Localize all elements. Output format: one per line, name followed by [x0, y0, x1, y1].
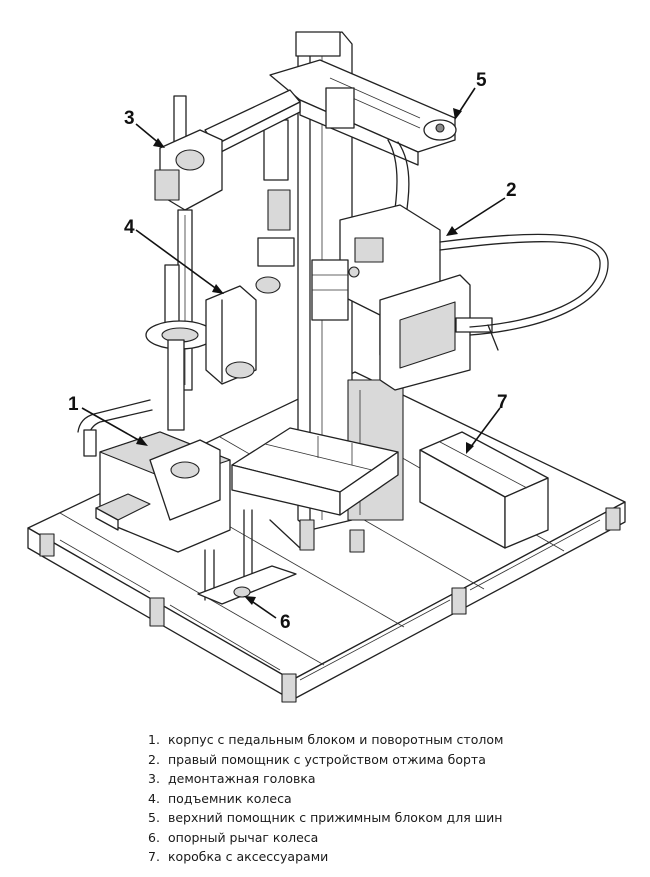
legend-item: 4. подъемник колеса: [148, 789, 503, 809]
callout-1: 1: [68, 394, 79, 415]
legend-number: 3.: [148, 771, 160, 786]
callout-3: 3: [124, 108, 135, 129]
legend-text: правый помощник с устройством отжима бор…: [168, 751, 486, 767]
callout-6: 6: [280, 612, 291, 633]
parts-legend: 1. корпус с педальным блоком и поворотным…: [148, 730, 503, 867]
legend-item: 5. верхний помощник с прижимным блоком дл…: [148, 808, 503, 828]
accessory-box: [419, 431, 549, 549]
tool-tray: [231, 427, 399, 516]
legend-item: 3. демонтажная головка: [148, 769, 503, 789]
legend-text: опорный рычаг колеса: [168, 829, 319, 845]
right-helper-unit: [311, 204, 609, 391]
leader-lines: [81, 87, 506, 619]
callout-4: 4: [124, 217, 135, 238]
legend-number: 5.: [148, 810, 160, 825]
legend-item: 7. коробка с аксессуарами: [148, 847, 503, 867]
callout-7: 7: [497, 392, 508, 413]
upper-helper-arm: [255, 59, 457, 294]
machine-drawing: 1 2 3 4 5 6 7: [27, 31, 626, 703]
legend-text: коробка с аксессуарами: [168, 849, 329, 864]
legend-item: 1. корпус с педальным блоком и поворотным…: [148, 730, 503, 750]
legend-item: 6. опорный рычаг колеса: [148, 828, 503, 848]
legend-text: подъемник колеса: [168, 790, 292, 806]
callout-2: 2: [506, 180, 517, 201]
legend-number: 7.: [148, 849, 160, 864]
legend-item: 2. правый помощник с устройством отжима б…: [148, 750, 503, 770]
legend-number: 2.: [148, 751, 160, 767]
legend-number: 4.: [148, 790, 160, 806]
legend-text: верхний помощник с прижимным блоком для …: [168, 810, 503, 825]
legend-text: демонтажная головка: [168, 771, 316, 786]
legend-text: корпус с педальным блоком и поворотным с…: [168, 732, 504, 747]
wheel-lift: [145, 264, 257, 431]
legend-number: 6.: [148, 829, 160, 845]
support-lever: [197, 509, 365, 605]
callout-5: 5: [476, 70, 487, 91]
legend-number: 1.: [148, 732, 160, 747]
